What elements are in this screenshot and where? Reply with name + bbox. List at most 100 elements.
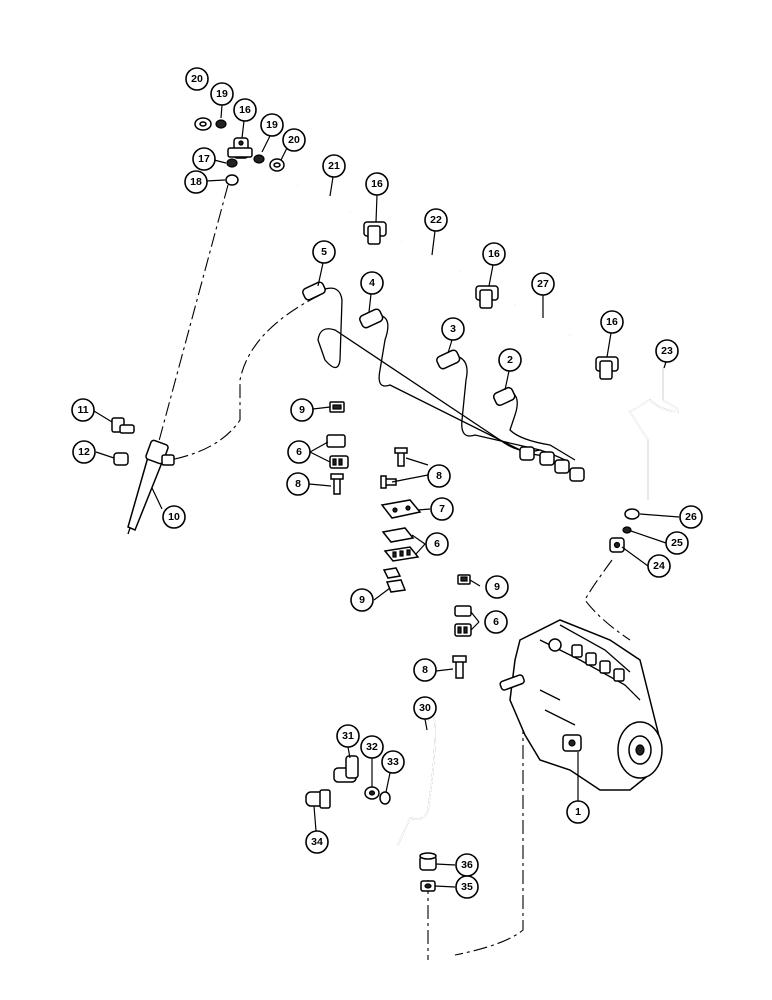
banjo-fitting-16-a [363, 221, 387, 245]
callout-11: 11 [71, 398, 95, 422]
fitting-washer-19-right [253, 154, 265, 164]
callout-20-right: 20 [282, 128, 306, 152]
callout-16-b: 16 [482, 242, 506, 266]
injector-pipe-4 [359, 308, 556, 457]
callout-label: 2 [507, 354, 513, 366]
callout-23: 23 [655, 339, 679, 363]
callout-label: 18 [190, 176, 202, 188]
clamp-plate-7 [380, 499, 422, 519]
bolt-8-left [330, 473, 344, 495]
callout-label: 22 [430, 214, 442, 226]
callout-3: 3 [441, 317, 465, 341]
clamp-6-middle [381, 527, 420, 562]
callout-label: 23 [661, 345, 673, 357]
callout-label: 9 [359, 594, 365, 606]
callout-label: 17 [198, 153, 210, 165]
fitting-washer-25 [622, 526, 632, 534]
callout-label: 1 [575, 806, 581, 818]
injector-pipe-5 [302, 281, 541, 452]
callout-label: 31 [342, 730, 354, 742]
callout-label: 34 [311, 836, 323, 848]
banjo-fitting-16-c [595, 356, 619, 380]
callout-label: 12 [78, 446, 90, 458]
callout-label: 11 [77, 404, 88, 416]
callout-label: 7 [439, 503, 445, 515]
callout-label: 35 [461, 881, 473, 893]
callout-6-lower: 6 [484, 610, 508, 634]
elbow-fitting-31 [333, 755, 359, 783]
fitting-nut-20-right [269, 158, 285, 172]
callout-label: 3 [450, 323, 456, 335]
callout-label: 19 [266, 119, 278, 131]
callout-label: 26 [685, 511, 697, 523]
callout-label: 36 [461, 859, 473, 871]
callout-25: 25 [665, 531, 689, 555]
callout-label: 6 [493, 616, 499, 628]
callout-label: 9 [299, 404, 305, 416]
clamp-9-lower-left [382, 567, 407, 593]
callout-6-upper: 6 [287, 440, 311, 464]
clamp-9-upper [329, 401, 345, 413]
seal-washer-12 [113, 452, 129, 466]
callout-label: 4 [369, 277, 375, 289]
pipe-30 [397, 715, 436, 846]
leak-off-pipe-27 [514, 303, 571, 337]
callout-30: 30 [413, 696, 437, 720]
callout-35: 35 [455, 875, 479, 899]
callout-label: 33 [387, 756, 399, 768]
callout-label: 16 [606, 316, 618, 328]
leak-off-pipe-21 [297, 184, 351, 214]
fitting-35 [420, 880, 436, 892]
callout-label: 6 [434, 538, 440, 550]
callout-label: 32 [366, 741, 378, 753]
clamp-6-lower [454, 605, 472, 637]
fitting-nut-18 [225, 174, 239, 186]
leader-lines [93, 104, 680, 888]
callout-18: 18 [184, 170, 208, 194]
callout-16-a: 16 [365, 172, 389, 196]
callout-16-c: 16 [600, 310, 624, 334]
callout-9-lower-right: 9 [485, 575, 509, 599]
union-fitting-24 [609, 537, 625, 553]
injector-pipe-2 [492, 386, 576, 461]
callout-label: 25 [671, 537, 683, 549]
leak-off-pipe-22 [401, 240, 461, 273]
callout-label: 20 [191, 73, 203, 85]
banjo-fitting-16-top [227, 137, 253, 159]
callout-6-middle: 6 [425, 532, 449, 556]
callout-label: 6 [296, 446, 302, 458]
bolt-8-lower [452, 655, 467, 679]
callout-19-right: 19 [260, 113, 284, 137]
banjo-fitting-16-b [475, 285, 499, 309]
callout-7: 7 [430, 497, 454, 521]
callout-label: 20 [288, 134, 300, 146]
callout-27: 27 [531, 272, 555, 296]
callout-19-top: 19 [210, 82, 234, 106]
callout-9-lower-left: 9 [350, 588, 374, 612]
callout-4: 4 [360, 271, 384, 295]
fitting-washer-17 [226, 158, 238, 168]
adapter-34 [305, 789, 331, 809]
callout-36: 36 [455, 853, 479, 877]
callout-label: 30 [419, 702, 431, 714]
callout-8-lower: 8 [413, 658, 437, 682]
callout-2: 2 [498, 348, 522, 372]
callout-26: 26 [679, 505, 703, 529]
callout-8-left: 8 [286, 472, 310, 496]
callout-label: 10 [168, 511, 180, 523]
bolt-8-upper-a [394, 447, 408, 467]
pipe-end-nuts [519, 446, 585, 482]
callout-label: 24 [653, 560, 665, 572]
nut-32 [364, 786, 380, 800]
callout-label: 8 [422, 664, 428, 676]
callout-label: 5 [321, 246, 327, 258]
return-pipe-23 [629, 368, 680, 500]
clamp-6-upper [326, 434, 349, 469]
fitting-nut-20-top [194, 117, 212, 131]
callout-20-top: 20 [185, 67, 209, 91]
callout-label: 21 [328, 160, 340, 172]
callout-label: 16 [488, 248, 500, 260]
callout-1: 1 [566, 800, 590, 824]
